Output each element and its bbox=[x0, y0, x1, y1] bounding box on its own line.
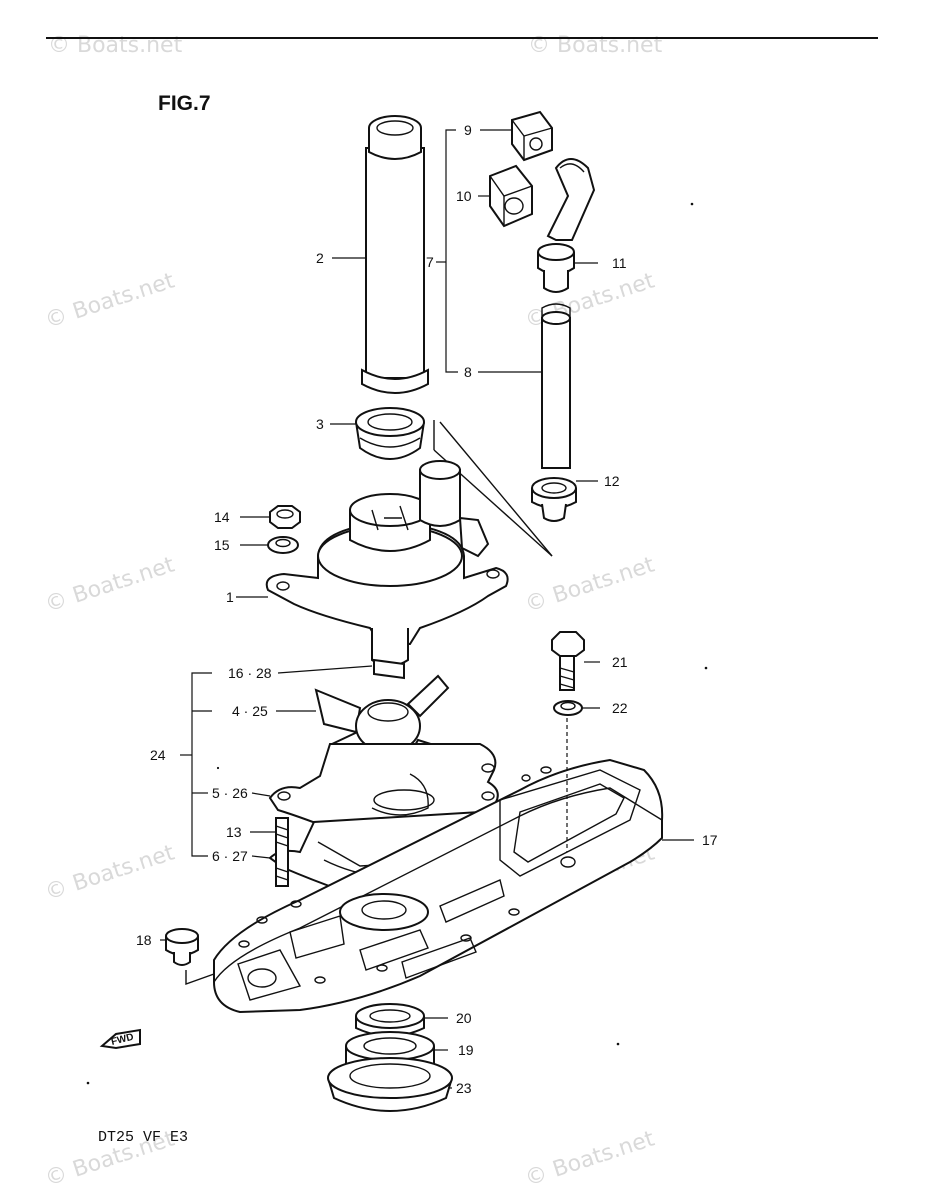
callout-labels: 1 2 3 4 · 25 5 · 26 6 · 27 7 8 9 10 11 1… bbox=[136, 122, 718, 1096]
watermark: © Boats.net bbox=[42, 268, 178, 333]
part-23-case bbox=[327, 1057, 453, 1112]
callout-5-26: 5 · 26 bbox=[212, 785, 248, 801]
part-12-grommet bbox=[531, 477, 577, 522]
part-2-water-tube bbox=[361, 115, 429, 394]
callout-6-27: 6 · 27 bbox=[212, 848, 248, 864]
part-13-stud bbox=[275, 817, 289, 887]
callout-2: 2 bbox=[316, 250, 324, 266]
callout-10: 10 bbox=[456, 188, 472, 204]
part-16-key bbox=[373, 658, 405, 680]
callout-19: 19 bbox=[458, 1042, 474, 1058]
watermark: © Boats.net bbox=[48, 33, 183, 58]
watermark: © Boats.net bbox=[42, 840, 178, 905]
callout-14: 14 bbox=[214, 509, 230, 525]
plug-leader bbox=[185, 970, 215, 985]
callout-17: 17 bbox=[702, 832, 718, 848]
specks bbox=[86, 202, 708, 1085]
callout-16-28: 16 · 28 bbox=[228, 665, 272, 681]
watermark: © Boats.net bbox=[528, 33, 663, 58]
part-3-grommet bbox=[355, 407, 425, 460]
part-21-bolt bbox=[551, 631, 585, 691]
part-9-grommet bbox=[511, 110, 553, 162]
callout-21: 21 bbox=[612, 654, 628, 670]
alignment-line bbox=[433, 420, 553, 557]
callout-23: 23 bbox=[456, 1080, 472, 1096]
fwd-marker: FWD bbox=[99, 1028, 141, 1050]
callout-11: 11 bbox=[612, 255, 627, 271]
callout-12: 12 bbox=[604, 473, 620, 489]
part-10-grommet bbox=[489, 164, 533, 228]
callout-1: 1 bbox=[226, 589, 234, 605]
figure-title: FIG.7 bbox=[158, 92, 211, 115]
part-8-pipe bbox=[541, 303, 571, 469]
leader-lines bbox=[160, 129, 694, 1089]
callout-3: 3 bbox=[316, 416, 324, 432]
callout-15: 15 bbox=[214, 537, 230, 553]
part-18-plug bbox=[165, 928, 199, 966]
watermark: © Boats.net bbox=[522, 1126, 658, 1191]
part-14-nut bbox=[269, 505, 301, 529]
part-17-plate bbox=[213, 758, 664, 1014]
watermark: © Boats.net bbox=[42, 552, 178, 617]
callout-22: 22 bbox=[612, 700, 628, 716]
callout-20: 20 bbox=[456, 1010, 472, 1026]
callout-13: 13 bbox=[226, 824, 242, 840]
model-code: DT25 VF E3 bbox=[98, 1129, 188, 1146]
fwd-label: FWD bbox=[110, 1032, 135, 1048]
watermark: © Boats.net bbox=[522, 552, 658, 617]
part-1-pump-case bbox=[265, 460, 509, 667]
callout-9: 9 bbox=[464, 122, 472, 138]
callout-4-25: 4 · 25 bbox=[232, 703, 268, 719]
callout-24: 24 bbox=[150, 747, 166, 763]
callout-8: 8 bbox=[464, 364, 472, 380]
callout-18: 18 bbox=[136, 932, 152, 948]
part-22-washer bbox=[553, 700, 583, 716]
part-15-washer bbox=[267, 536, 299, 554]
callout-7: 7 bbox=[426, 254, 434, 270]
part-11-hose bbox=[537, 158, 596, 293]
